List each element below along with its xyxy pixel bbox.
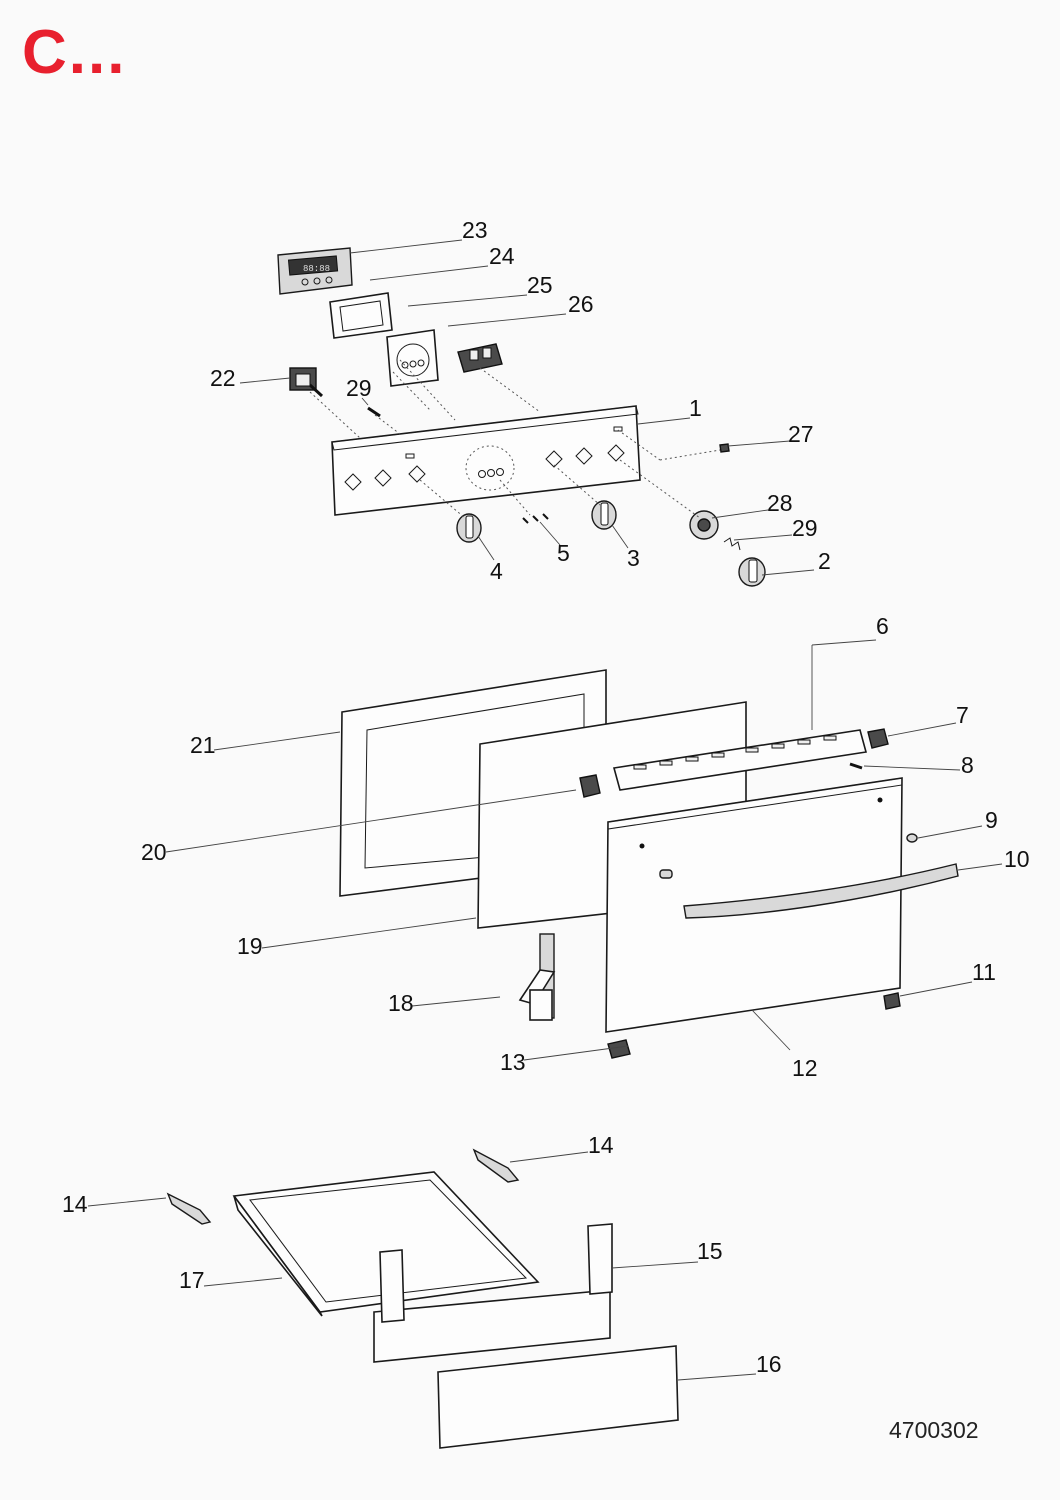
clip (719, 443, 730, 453)
page-title: C... (22, 18, 127, 87)
clip-20 (579, 774, 601, 798)
pad-9 (906, 833, 918, 843)
screw-small (367, 406, 381, 418)
timer-frame (329, 292, 393, 339)
drawer-front-frame (373, 1223, 613, 1363)
bezel (689, 510, 719, 540)
callout-24: 24 (489, 243, 515, 269)
callout-27: 27 (788, 421, 814, 447)
control-panel (331, 405, 641, 516)
callout-15: 15 (697, 1238, 723, 1264)
callout-4: 4 (490, 558, 503, 584)
callout-5: 5 (557, 540, 570, 566)
door-handle (683, 863, 959, 919)
drawing-code: 4700302 (889, 1417, 979, 1443)
door-hinge (518, 933, 556, 1021)
callout-19: 19 (237, 933, 263, 959)
callout-22: 22 (210, 365, 236, 391)
callout-12: 12 (792, 1055, 818, 1081)
knob-4 (456, 513, 482, 543)
drawer-front-panel (437, 1345, 679, 1449)
callout-14-right: 14 (588, 1132, 614, 1158)
selector-plate (386, 329, 439, 387)
timer-module: 88:88 (277, 247, 353, 295)
knob-3 (591, 500, 617, 530)
callout-14-left: 14 (62, 1191, 88, 1217)
switch-block (457, 343, 503, 373)
thermostat (289, 367, 324, 398)
knob-2 (738, 557, 766, 587)
callout-1: 1 (689, 395, 702, 421)
callout-23: 23 (462, 217, 488, 243)
callout-8: 8 (961, 752, 974, 778)
callout-11: 11 (972, 959, 996, 985)
callout-9: 9 (985, 807, 998, 833)
callout-2: 2 (818, 548, 831, 574)
runner-left (166, 1192, 212, 1225)
callout-6: 6 (876, 613, 889, 639)
callout-10: 10 (1004, 846, 1030, 872)
callout-20: 20 (141, 839, 167, 865)
callout-29-bottom: 29 (792, 515, 818, 541)
callout-16: 16 (756, 1351, 782, 1377)
timer-display: 88:88 (303, 264, 330, 274)
door-top-profile (612, 729, 868, 791)
callout-13: 13 (500, 1049, 526, 1075)
clip-7 (867, 728, 889, 749)
callout-29-top: 29 (346, 375, 372, 401)
callout-21: 21 (190, 732, 216, 758)
callout-26: 26 (568, 291, 594, 317)
screw-8 (849, 762, 863, 770)
clip-11 (883, 992, 901, 1010)
runner-right (472, 1148, 520, 1183)
callout-25: 25 (527, 272, 553, 298)
callout-labels: 23 24 25 26 22 29 1 27 28 29 2 5 3 4 6 7… (62, 217, 1030, 1377)
callout-3: 3 (627, 545, 640, 571)
callout-7: 7 (956, 702, 969, 728)
callout-18: 18 (388, 990, 414, 1016)
clip-13 (607, 1039, 631, 1059)
pins (522, 513, 549, 524)
callout-28: 28 (767, 490, 793, 516)
spring (723, 537, 741, 551)
callout-17: 17 (179, 1267, 205, 1293)
drawer-tray (232, 1171, 540, 1317)
